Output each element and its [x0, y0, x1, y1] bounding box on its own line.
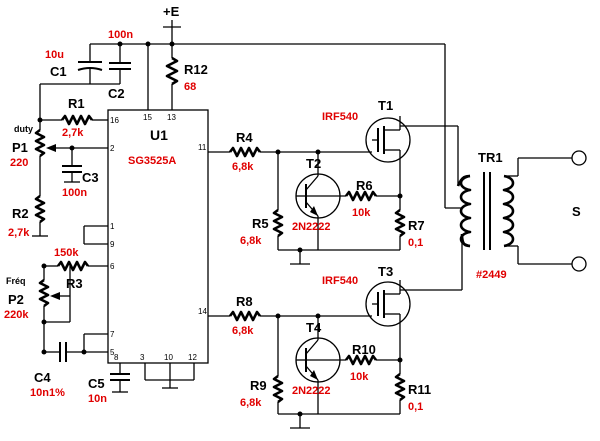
- pin-5: 5: [110, 348, 115, 357]
- pin-3: 3: [140, 353, 145, 362]
- r1-ref: R1: [68, 96, 85, 111]
- r3-ref: R3: [66, 276, 83, 291]
- c4-ref: C4: [34, 370, 51, 385]
- r10-value: 10k: [350, 371, 369, 383]
- c5-value: 10n: [88, 393, 107, 405]
- r8-value: 6,8k: [232, 325, 254, 337]
- t2-part: 2N2222: [292, 221, 331, 233]
- t3-part: IRF540: [322, 275, 358, 287]
- c2-ref: C2: [108, 86, 125, 101]
- pin-16: 16: [110, 116, 119, 125]
- t4-ref: T4: [306, 320, 322, 335]
- capacitor-c2: [109, 44, 131, 84]
- r11-ref: R11: [408, 382, 431, 397]
- pin-14: 14: [198, 307, 207, 316]
- t3-ref: T3: [378, 264, 393, 279]
- ic-bottom-wiring: [110, 363, 195, 393]
- r7-value: 0,1: [408, 237, 423, 249]
- pin-2: 2: [110, 144, 115, 153]
- timing-network: [32, 84, 108, 362]
- capacitor-c1: [40, 44, 120, 85]
- pin-7: 7: [110, 330, 115, 339]
- c3-value: 100n: [62, 187, 87, 199]
- r1-value: 2,7k: [62, 127, 84, 139]
- pin-13: 13: [167, 113, 176, 122]
- resistor-r12: [165, 56, 179, 110]
- pin-9: 9: [110, 240, 115, 249]
- p1-note: duty: [14, 124, 33, 134]
- pin-15: 15: [143, 113, 152, 122]
- r5-ref: R5: [252, 216, 269, 231]
- r10-ref: R10: [352, 342, 376, 357]
- p2-ref: P2: [8, 292, 24, 307]
- lower-driver: [208, 234, 463, 429]
- t1-ref: T1: [378, 98, 393, 113]
- r8-ref: R8: [236, 294, 253, 309]
- pin-12: 12: [188, 353, 197, 362]
- r2-value: 2,7k: [8, 227, 30, 239]
- r6-value: 10k: [352, 207, 371, 219]
- tr1-value: #2449: [476, 269, 507, 281]
- c1-value: 10u: [45, 49, 64, 61]
- ic-part: SG3525A: [128, 155, 176, 167]
- r12-value: 68: [184, 81, 196, 93]
- upper-driver: [208, 116, 459, 265]
- ic-u1-body: [107, 109, 209, 364]
- t1-part: IRF540: [322, 111, 358, 123]
- output-terminal-bottom: [571, 256, 587, 272]
- pin-11: 11: [198, 143, 207, 152]
- r11-value: 0,1: [408, 401, 423, 413]
- pin-8: 8: [114, 353, 119, 362]
- c5-ref: C5: [88, 376, 105, 391]
- r4-ref: R4: [236, 130, 253, 145]
- supply-label: +E: [163, 4, 180, 19]
- output-label: S: [572, 204, 581, 219]
- pin-1: 1: [110, 222, 115, 231]
- p1-ref: P1: [12, 140, 28, 155]
- p2-value: 220k: [4, 309, 29, 321]
- c2-value: 100n: [108, 29, 133, 41]
- p2-note: Fréq: [6, 276, 26, 286]
- output-terminal-top: [571, 150, 587, 166]
- c1-ref: C1: [50, 64, 67, 79]
- t2-ref: T2: [306, 156, 321, 171]
- pin-10: 10: [164, 353, 173, 362]
- r5-value: 6,8k: [240, 235, 262, 247]
- pin-6: 6: [110, 262, 115, 271]
- c3-ref: C3: [82, 170, 99, 185]
- r4-value: 6,8k: [232, 161, 254, 173]
- transformer-tr1: [445, 150, 587, 272]
- r3-value: 150k: [54, 247, 79, 259]
- r7-ref: R7: [408, 218, 425, 233]
- c4-value: 10n1%: [30, 387, 65, 399]
- tr1-ref: TR1: [478, 150, 503, 165]
- r6-ref: R6: [356, 178, 373, 193]
- r12-ref: R12: [184, 62, 208, 77]
- t4-part: 2N2222: [292, 385, 331, 397]
- p1-value: 220: [10, 157, 28, 169]
- r9-ref: R9: [250, 378, 267, 393]
- ic-ref: U1: [150, 127, 168, 143]
- r2-ref: R2: [12, 206, 29, 221]
- r9-value: 6,8k: [240, 397, 262, 409]
